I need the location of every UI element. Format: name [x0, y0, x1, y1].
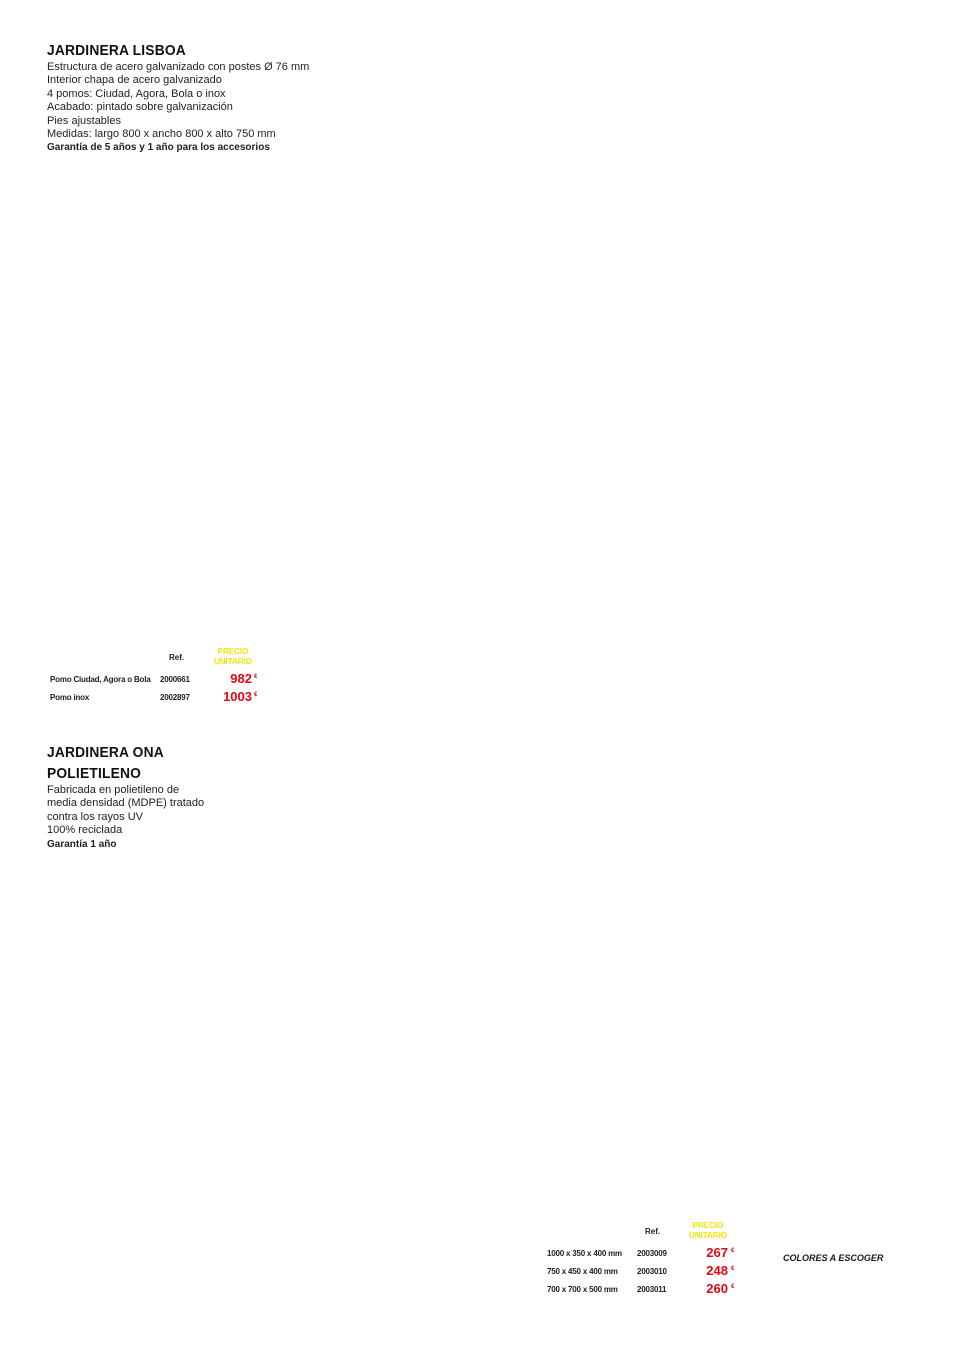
ona-desc-line: contra los rayos UV: [47, 810, 143, 823]
lisboa-desc-line: Interior chapa de acero galvanizado: [47, 74, 222, 87]
table-row: Pomo Ciudad, Agora o Bola 2000661 982 €: [50, 671, 270, 689]
row-currency: €: [731, 1248, 735, 1254]
ona-desc-line: 100% reciclada: [47, 824, 123, 837]
row-description: 700 x 700 x 500 mm: [547, 1285, 618, 1294]
row-currency: €: [731, 1266, 735, 1272]
table-row: Pomo inox 2002897 1003 €: [50, 689, 270, 707]
ona-guarantee: Garantía 1 año: [47, 838, 117, 850]
row-price: 260: [706, 1281, 728, 1296]
colors-note: COLORES A ESCOGER: [783, 1253, 884, 1263]
ona-title: JARDINERA ONA POLIETILENO: [47, 742, 192, 784]
row-ref: 2003011: [637, 1285, 667, 1294]
row-price: 267: [706, 1245, 728, 1260]
lisboa-desc-line: Pies ajustables: [47, 114, 121, 127]
ref-header: Ref.: [645, 1227, 661, 1236]
lisboa-desc-line: Acabado: pintado sobre galvanización: [47, 101, 233, 114]
price-header: PRECIO UNITARIO: [210, 647, 256, 667]
lisboa-description: Estructura de acero galvanizado con post…: [47, 61, 309, 155]
row-description: 1000 x 350 x 400 mm: [547, 1249, 622, 1258]
lisboa-desc-line: Medidas: largo 800 x ancho 800 x alto 75…: [47, 128, 276, 141]
row-ref: 2003009: [637, 1249, 667, 1258]
ona-section: JARDINERA ONA POLIETILENO Fabricada en p…: [47, 742, 204, 851]
price-header-line1: PRECIO: [217, 647, 249, 656]
row-description: Pomo Ciudad, Agora o Bola: [50, 675, 151, 684]
ona-title-line1: JARDINERA ONA: [47, 744, 164, 761]
row-description: Pomo inox: [50, 693, 90, 702]
ref-header: Ref.: [169, 653, 185, 662]
row-ref: 2002897: [160, 693, 190, 702]
lisboa-price-table: Ref. PRECIO UNITARIO Pomo Ciudad, Agora …: [50, 646, 270, 706]
row-currency: €: [731, 1284, 735, 1290]
lisboa-title: JARDINERA LISBOA: [47, 42, 186, 59]
ona-title-line2: POLIETILENO: [47, 765, 142, 782]
price-header-line2: UNITARIO: [688, 1231, 728, 1240]
table-row: 700 x 700 x 500 mm 2003011 260 €: [547, 1281, 747, 1299]
row-price: 248: [706, 1263, 728, 1278]
lisboa-desc-line: 4 pomos: Ciudad, Agora, Bola o inox: [47, 87, 226, 100]
row-price: 982: [230, 671, 252, 686]
ona-desc-line: Fabricada en polietileno de: [47, 784, 180, 796]
row-ref: 2003010: [637, 1267, 667, 1276]
row-currency: €: [254, 674, 258, 680]
price-header-line1: PRECIO: [692, 1221, 724, 1230]
ona-description: Fabricada en polietileno de media densid…: [47, 784, 204, 851]
price-header-line2: UNITARIO: [213, 657, 253, 666]
table-row: 750 x 450 x 400 mm 2003010 248 €: [547, 1263, 747, 1281]
price-header: PRECIO UNITARIO: [685, 1221, 731, 1241]
lisboa-guarantee: Garantía de 5 años y 1 año para los acce…: [47, 142, 270, 154]
lisboa-section: JARDINERA LISBOA Estructura de acero gal…: [47, 40, 309, 155]
ona-price-table: Ref. PRECIO UNITARIO 1000 x 350 x 400 mm…: [547, 1220, 747, 1300]
row-description: 750 x 450 x 400 mm: [547, 1267, 618, 1276]
row-currency: €: [254, 692, 258, 698]
row-ref: 2000661: [160, 675, 190, 684]
lisboa-desc-line: Estructura de acero galvanizado con post…: [47, 61, 310, 73]
ona-desc-line: media densidad (MDPE) tratado: [47, 797, 205, 810]
row-price: 1003: [223, 689, 252, 704]
table-row: 1000 x 350 x 400 mm 2003009 267 €: [547, 1245, 747, 1263]
